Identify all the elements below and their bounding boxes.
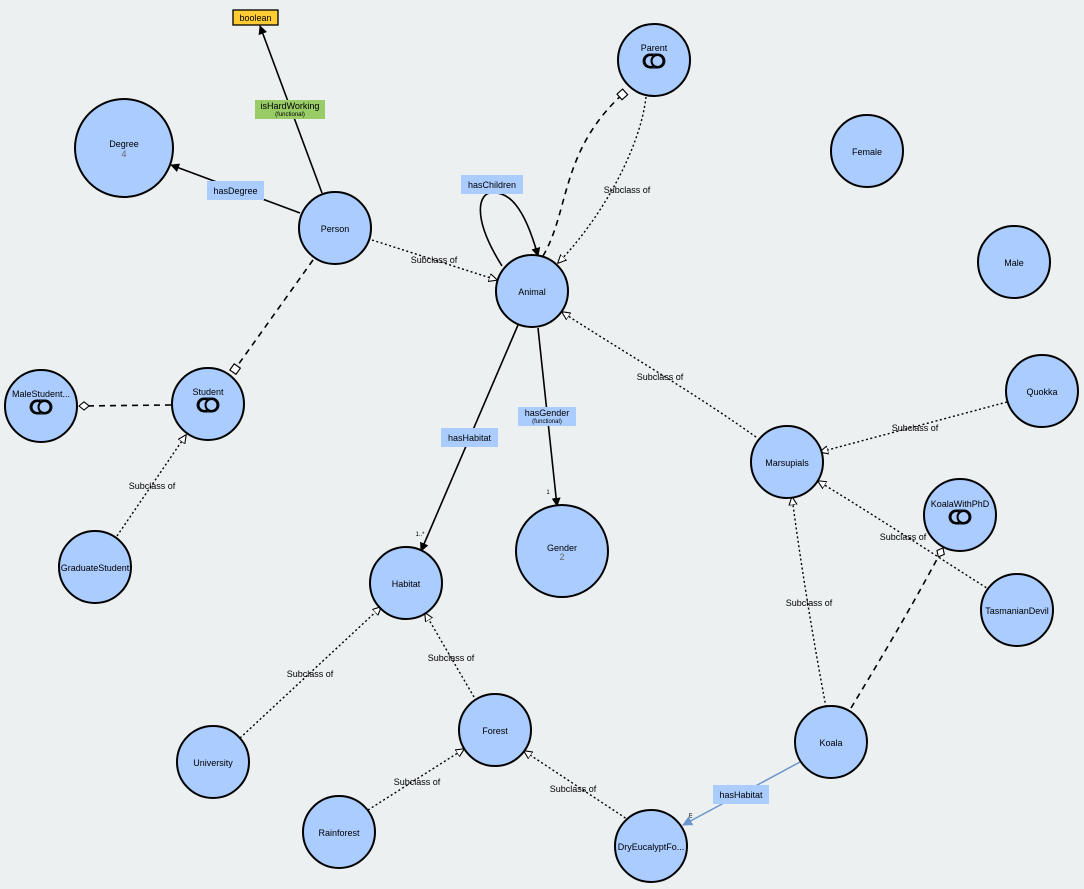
- subclass-label: Subclass of: [550, 784, 597, 794]
- edge-parent-equivalent[interactable]: [542, 88, 629, 257]
- svg-text:(functional): (functional): [532, 419, 562, 425]
- svg-text:Animal: Animal: [518, 287, 546, 297]
- class-forest[interactable]: Forest: [458, 693, 532, 767]
- datatype-boolean[interactable]: boolean: [232, 9, 279, 26]
- svg-text:Parent: Parent: [641, 43, 668, 53]
- class-parent[interactable]: Parent: [617, 23, 691, 97]
- svg-text:hasHabitat: hasHabitat: [448, 433, 492, 443]
- property-has-children[interactable]: hasChildren: [461, 175, 523, 194]
- svg-text:Forest: Forest: [482, 726, 508, 736]
- svg-text:Marsupials: Marsupials: [765, 458, 809, 468]
- subclass-label: Subclass of: [394, 777, 441, 787]
- svg-text:2: 2: [559, 552, 564, 562]
- svg-text:KoalaWithPhD: KoalaWithPhD: [931, 499, 990, 509]
- class-degree[interactable]: Degree 4: [74, 98, 174, 198]
- cardinality-has-habitat: 1..*: [415, 532, 425, 538]
- class-student[interactable]: Student: [171, 367, 245, 441]
- class-female[interactable]: Female: [830, 114, 904, 188]
- edge-rainforest-subclass[interactable]: [367, 749, 464, 811]
- equivalent-union-icon: [642, 53, 666, 69]
- cardinality-koala-has-habitat: ∃: [689, 811, 693, 818]
- edge-parent-subclass[interactable]: [558, 96, 647, 263]
- svg-text:Female: Female: [852, 147, 882, 157]
- cardinality-has-gender: 1: [546, 490, 550, 496]
- class-dry-eucalypt-forest[interactable]: DryEucalyptFo...: [614, 809, 688, 883]
- svg-text:isHardWorking: isHardWorking: [261, 101, 320, 111]
- subclass-label: Subclass of: [892, 423, 939, 433]
- subclass-label: Subclass of: [637, 372, 684, 382]
- property-is-hard-working[interactable]: isHardWorking (functional): [255, 100, 325, 119]
- edge-labels: Subclass of Subclass of Subclass of Subc…: [129, 185, 939, 818]
- equivalent-union-icon: [29, 399, 53, 415]
- svg-text:MaleStudent...: MaleStudent...: [12, 389, 70, 399]
- svg-text:University: University: [193, 758, 233, 768]
- edge-marsupials-subclass[interactable]: [562, 312, 757, 438]
- svg-text:GraduateStudent: GraduateStudent: [61, 563, 130, 573]
- subclass-label: Subclass of: [880, 532, 927, 542]
- class-habitat[interactable]: Habitat: [369, 546, 443, 620]
- svg-text:hasGender: hasGender: [525, 408, 570, 418]
- edge-student-equivalent[interactable]: [229, 259, 314, 376]
- svg-text:Gender: Gender: [547, 543, 577, 553]
- subclass-label: Subclass of: [287, 669, 334, 679]
- edge-person-subclass[interactable]: [371, 239, 497, 280]
- class-male-student[interactable]: MaleStudent...: [4, 369, 78, 443]
- class-university[interactable]: University: [176, 725, 250, 799]
- svg-text:Rainforest: Rainforest: [318, 828, 360, 838]
- class-marsupials[interactable]: Marsupials: [750, 425, 824, 499]
- equivalent-union-icon: [948, 509, 972, 525]
- class-tasmanian-devil[interactable]: TasmanianDevil: [980, 573, 1054, 647]
- edge-university-subclass[interactable]: [239, 607, 381, 739]
- property-has-habitat[interactable]: hasHabitat: [441, 428, 498, 447]
- edge-koala-subclass[interactable]: [792, 497, 827, 708]
- svg-text:hasDegree: hasDegree: [213, 186, 257, 196]
- property-has-degree[interactable]: hasDegree: [207, 181, 264, 200]
- edge-koalawithphd-equivalent[interactable]: [850, 548, 943, 709]
- subclass-label: Subclass of: [129, 481, 176, 491]
- svg-text:boolean: boolean: [239, 13, 271, 23]
- svg-text:Male: Male: [1004, 258, 1024, 268]
- svg-text:Degree: Degree: [109, 139, 139, 149]
- class-graduate-student[interactable]: GraduateStudent: [58, 530, 132, 604]
- svg-text:(functional): (functional): [275, 112, 305, 118]
- class-gender[interactable]: Gender 2: [515, 504, 609, 598]
- edge-tasmanian-subclass[interactable]: [818, 481, 991, 591]
- subclass-label: Subclass of: [604, 185, 651, 195]
- svg-text:4: 4: [121, 149, 126, 159]
- property-koala-has-habitat[interactable]: hasHabitat: [713, 785, 769, 804]
- class-koala[interactable]: Koala: [794, 705, 868, 779]
- class-rainforest[interactable]: Rainforest: [302, 795, 376, 869]
- class-koala-with-phd[interactable]: KoalaWithPhD: [923, 478, 997, 552]
- subclass-label: Subclass of: [428, 653, 475, 663]
- subclass-label: Subclass of: [786, 598, 833, 608]
- edge-dryeucalypt-subclass[interactable]: [524, 751, 634, 824]
- svg-text:Koala: Koala: [819, 738, 842, 748]
- svg-text:Person: Person: [321, 224, 350, 234]
- edge-malestudent-disjoint[interactable]: [79, 405, 172, 406]
- svg-text:Quokka: Quokka: [1026, 387, 1057, 397]
- svg-text:TasmanianDevil: TasmanianDevil: [985, 606, 1049, 616]
- svg-text:DryEucalyptFo...: DryEucalyptFo...: [618, 842, 685, 852]
- class-quokka[interactable]: Quokka: [1005, 354, 1079, 428]
- svg-text:Student: Student: [192, 387, 224, 397]
- property-has-gender[interactable]: hasGender (functional): [518, 407, 576, 426]
- svg-text:hasChildren: hasChildren: [468, 180, 516, 190]
- equivalent-union-icon: [196, 397, 220, 413]
- class-animal[interactable]: Animal: [495, 254, 569, 328]
- svg-text:hasHabitat: hasHabitat: [719, 790, 763, 800]
- edge-forest-subclass[interactable]: [425, 613, 475, 698]
- edge-quokka-subclass[interactable]: [820, 401, 1008, 452]
- class-person[interactable]: Person: [298, 191, 372, 265]
- class-male[interactable]: Male: [977, 225, 1051, 299]
- subclass-label: Subclass of: [411, 255, 458, 265]
- svg-text:Habitat: Habitat: [392, 579, 421, 589]
